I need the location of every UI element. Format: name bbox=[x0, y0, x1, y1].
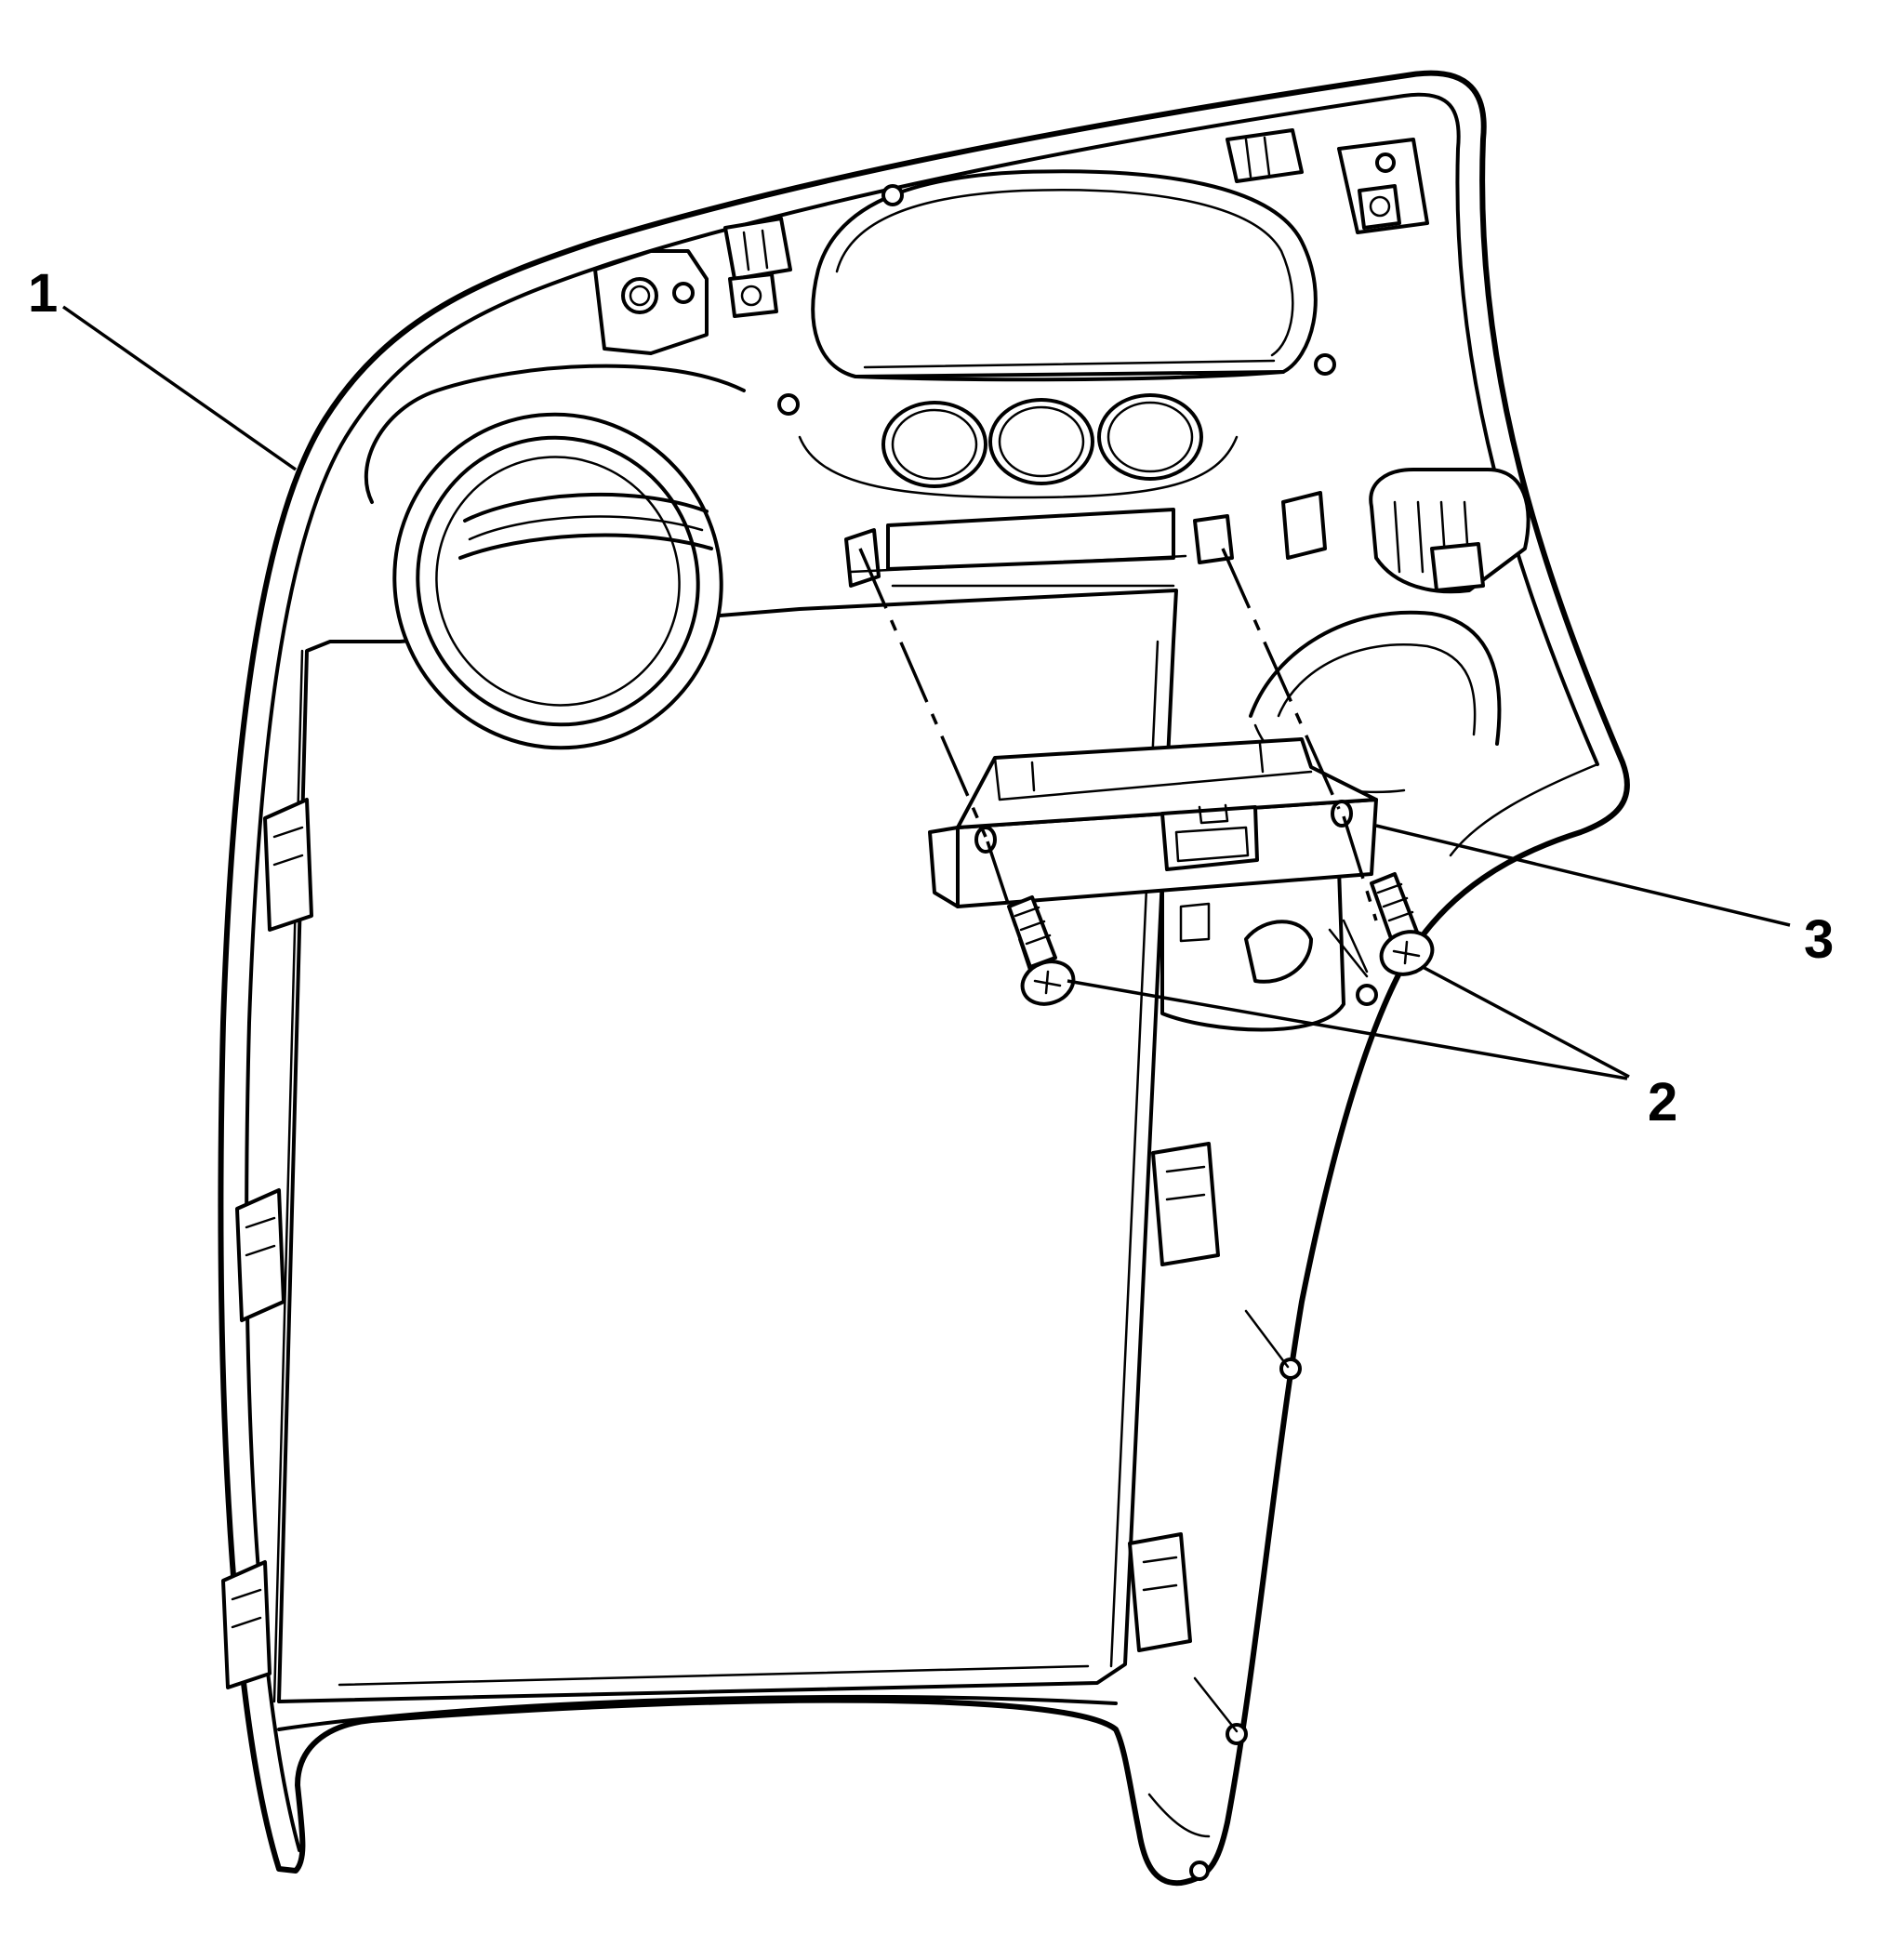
left-air-vent bbox=[364, 364, 746, 750]
upper-slot bbox=[849, 508, 1187, 574]
radio-support bbox=[1160, 867, 1378, 1032]
callout-3: 3 bbox=[1804, 909, 1834, 970]
bezel-outer-shell bbox=[218, 70, 1630, 1887]
side-clips bbox=[221, 798, 1302, 1881]
cluster-opening bbox=[777, 169, 1336, 416]
screw-left bbox=[1007, 895, 1076, 1006]
callout-2: 2 bbox=[1648, 1072, 1677, 1132]
screw-right bbox=[1370, 872, 1435, 976]
right-side-clip bbox=[1281, 468, 1531, 594]
callout-1: 1 bbox=[28, 263, 58, 324]
control-module bbox=[928, 737, 1378, 908]
gauge-holes bbox=[798, 393, 1239, 499]
leader-lines bbox=[61, 305, 1791, 1080]
mounting-clips bbox=[593, 128, 1429, 355]
